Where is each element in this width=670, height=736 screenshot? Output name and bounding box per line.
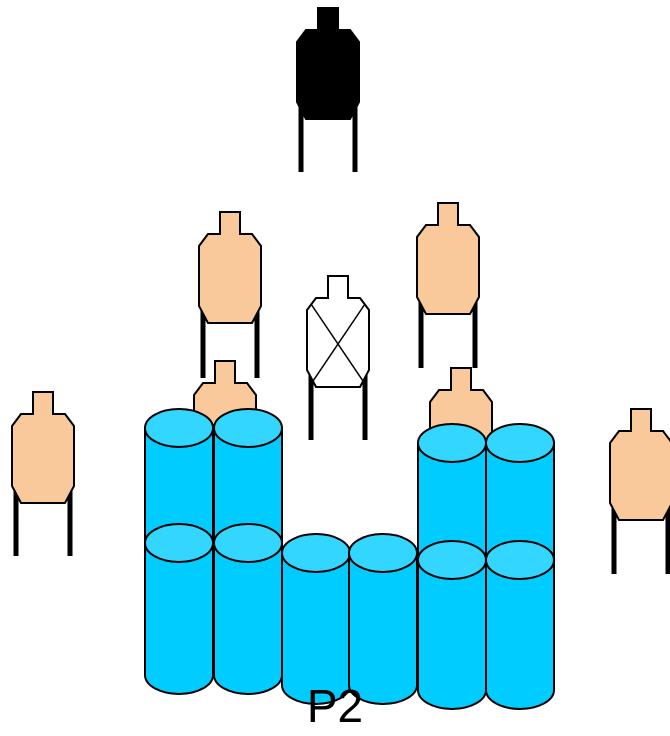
barrel-icon (144, 523, 214, 695)
paper-target-icon (609, 408, 670, 521)
paper-target-icon (416, 202, 480, 315)
barrel-side (348, 552, 418, 705)
no-shoot-target-icon (306, 275, 370, 388)
barrel-top (348, 533, 418, 573)
target-popper (296, 7, 360, 172)
barrel-side (213, 542, 283, 695)
barrel-side (417, 559, 487, 710)
target-shoot (416, 202, 480, 368)
barrel-side (144, 542, 214, 695)
target-shoot (609, 408, 670, 574)
black-steel-target-icon (296, 7, 360, 120)
barrel-top (417, 423, 487, 463)
target-shoot (198, 211, 262, 378)
barrel-icon (485, 540, 555, 710)
target-noshoot (306, 275, 370, 440)
barrel-top (417, 540, 487, 580)
barrel-top (213, 408, 283, 448)
barrel-icon (348, 533, 418, 705)
targets-layer (11, 7, 670, 574)
paper-target-icon (11, 391, 75, 504)
barrel-top (485, 423, 555, 463)
target-shoot (11, 391, 75, 556)
barrel-icon (281, 533, 351, 705)
barrels-layer (144, 408, 555, 710)
barrel-side (485, 559, 555, 710)
barrel-icon (213, 523, 283, 695)
barrel-top (213, 523, 283, 563)
barrel-top (485, 540, 555, 580)
barrel-top (281, 533, 351, 573)
paper-target-icon (198, 211, 262, 324)
barrel-top (144, 523, 214, 563)
barrel-icon (417, 540, 487, 710)
no-shoot-cross (310, 303, 366, 385)
barrel-top (144, 408, 214, 448)
stage-label: P2 (306, 680, 364, 732)
